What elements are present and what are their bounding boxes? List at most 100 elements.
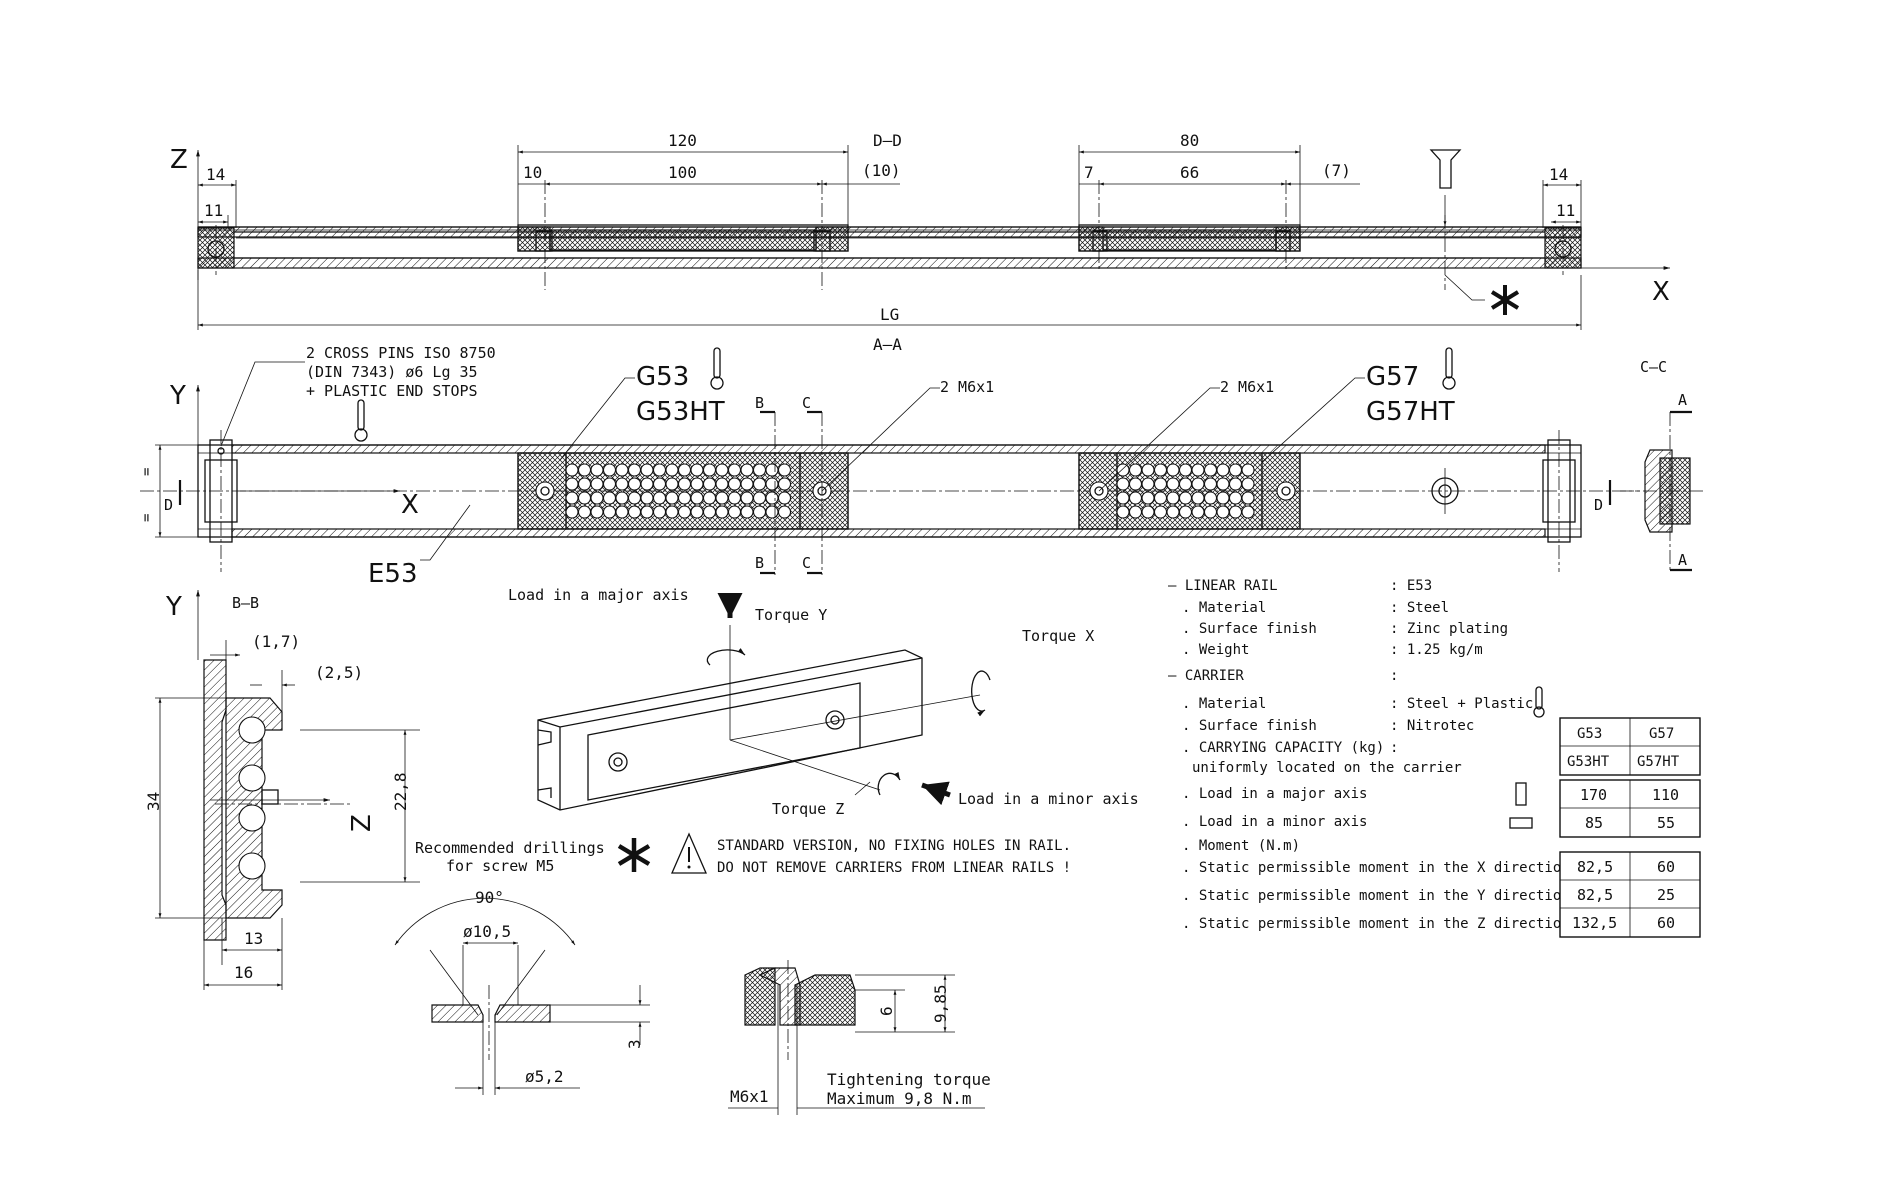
table-load-minor-g53: 85 xyxy=(1585,814,1603,832)
table-load-major-g53: 170 xyxy=(1580,786,1607,804)
spec-value: : xyxy=(1390,668,1398,684)
bearing-ball xyxy=(677,477,692,491)
cross-pins-line3: + PLASTIC END STOPS xyxy=(306,382,478,400)
bearing-ball xyxy=(727,491,742,505)
capacity-table: G53 G57 G53HT G57HT 170 110 85 55 82,5 6… xyxy=(1559,717,1701,938)
bearing-ball xyxy=(1153,491,1168,505)
table-moment-z-g53: 132,5 xyxy=(1572,914,1617,932)
bearing-ball xyxy=(677,505,692,519)
dim-7-paren: (7) xyxy=(1322,161,1351,180)
bearing-ball xyxy=(1141,463,1155,477)
spec-label: . Material xyxy=(1182,600,1266,616)
table-moment-z-g57: 60 xyxy=(1657,914,1675,932)
warning-line1: STANDARD VERSION, NO FIXING HOLES IN RAI… xyxy=(717,838,1071,854)
dim-22-8: 22,8 xyxy=(391,772,410,811)
bearing-ball xyxy=(1228,477,1243,491)
spec-label: . Material xyxy=(1182,696,1266,712)
bearing-ball xyxy=(727,463,742,477)
bearing-ball xyxy=(1228,491,1243,505)
bearing-ball xyxy=(727,477,742,491)
label-bb: B–B xyxy=(232,594,259,612)
bearing-ball xyxy=(565,491,579,505)
dim-m6x1: M6x1 xyxy=(730,1087,769,1106)
section-b-top: B xyxy=(755,394,764,412)
section-bb-view: B–B Y Z (1,7) (2,5) 34 22,8 13 xyxy=(144,590,420,990)
bearing-ball xyxy=(1241,463,1255,477)
warning-icon xyxy=(671,832,707,874)
label-cc: C–C xyxy=(1640,358,1667,376)
bearing-ball xyxy=(1216,477,1230,491)
bearing-ball xyxy=(1166,491,1180,505)
cross-pins-line1: 2 CROSS PINS ISO 8750 xyxy=(306,344,496,362)
bearing-ball xyxy=(1116,463,1130,477)
bearing-ball xyxy=(1116,491,1130,505)
dim-1-7: (1,7) xyxy=(252,632,300,651)
bearing-ball xyxy=(1228,463,1243,477)
bearing-ball xyxy=(752,463,767,477)
bearing-ball xyxy=(590,477,604,491)
bearing-ball xyxy=(1141,491,1155,505)
bearing-ball xyxy=(652,463,667,477)
section-a-top: A xyxy=(1678,391,1687,409)
table-head-g53ht: G53HT xyxy=(1567,754,1610,770)
spec-value: : 1.25 kg/m xyxy=(1390,642,1483,658)
g53-label: G53 xyxy=(636,362,689,392)
g53ht-label: G53HT xyxy=(636,397,725,427)
bearing-ball xyxy=(1203,477,1218,491)
dim-10: 10 xyxy=(523,163,542,182)
bearing-ball xyxy=(752,491,767,505)
dim-9-85: 9,85 xyxy=(931,984,950,1023)
section-dd-view: X Z 120 D–D 100 10 (10) xyxy=(170,131,1670,354)
section-d-left: D xyxy=(164,496,173,514)
eq-bottom: = xyxy=(139,514,155,522)
bearing-ball xyxy=(740,463,754,477)
bearing-ball xyxy=(727,505,742,519)
bearing-ball xyxy=(690,491,704,505)
bearing-ball xyxy=(765,491,779,505)
bearing-ball xyxy=(665,463,679,477)
load-isometric-view: Load in a major axis Torque Y Torque X T… xyxy=(508,586,1139,818)
bearing-ball xyxy=(665,477,679,491)
tightening-line1: Tightening torque xyxy=(827,1070,991,1089)
section-b-bottom: B xyxy=(755,554,764,572)
spec-value: : E53 xyxy=(1390,578,1432,594)
m6x1-left: 2 M6x1 xyxy=(940,378,994,396)
z-axis-label-bb: Z xyxy=(347,814,377,832)
bearing-ball xyxy=(652,505,667,519)
bearing-ball xyxy=(1128,463,1143,477)
bearing-ball xyxy=(1241,491,1255,505)
bearing-ball xyxy=(1153,505,1168,519)
bearing-ball xyxy=(1216,463,1230,477)
bearing-ball xyxy=(602,477,617,491)
bearing-ball xyxy=(577,477,592,491)
bearing-ball xyxy=(1203,491,1218,505)
bearing-ball xyxy=(640,477,654,491)
bearing-ball xyxy=(627,491,642,505)
bearing-ball xyxy=(740,477,754,491)
table-head-g57ht: G57HT xyxy=(1637,754,1680,770)
bearing-ball xyxy=(615,463,629,477)
bearing-ball xyxy=(777,463,792,477)
bearing-ball xyxy=(590,463,604,477)
bearing-ball xyxy=(1241,505,1255,519)
section-aa-view: B C B C D D = = Y X 2 CROSS PINS ISO 875… xyxy=(139,344,1705,589)
dim-2-5: (2,5) xyxy=(315,663,363,682)
table-head-g57: G57 xyxy=(1649,726,1674,742)
table-moment-y-g57: 25 xyxy=(1657,886,1675,904)
thermometer-icon xyxy=(1442,347,1456,390)
dim-6: 6 xyxy=(877,1006,896,1016)
bearing-ball xyxy=(1191,463,1205,477)
bearing-ball xyxy=(1166,463,1180,477)
e53-label: E53 xyxy=(368,559,418,589)
spec-label: . Weight xyxy=(1182,642,1249,658)
bearing-ball xyxy=(640,505,654,519)
bearing-ball xyxy=(740,491,754,505)
bearing-ball xyxy=(1191,505,1205,519)
bearing-ball xyxy=(1141,505,1155,519)
bearing-ball xyxy=(677,463,692,477)
section-d-right: D xyxy=(1594,496,1603,514)
bearing-ball xyxy=(652,491,667,505)
bearing-ball xyxy=(1178,491,1193,505)
bearing-ball xyxy=(777,491,792,505)
bearing-ball xyxy=(665,505,679,519)
